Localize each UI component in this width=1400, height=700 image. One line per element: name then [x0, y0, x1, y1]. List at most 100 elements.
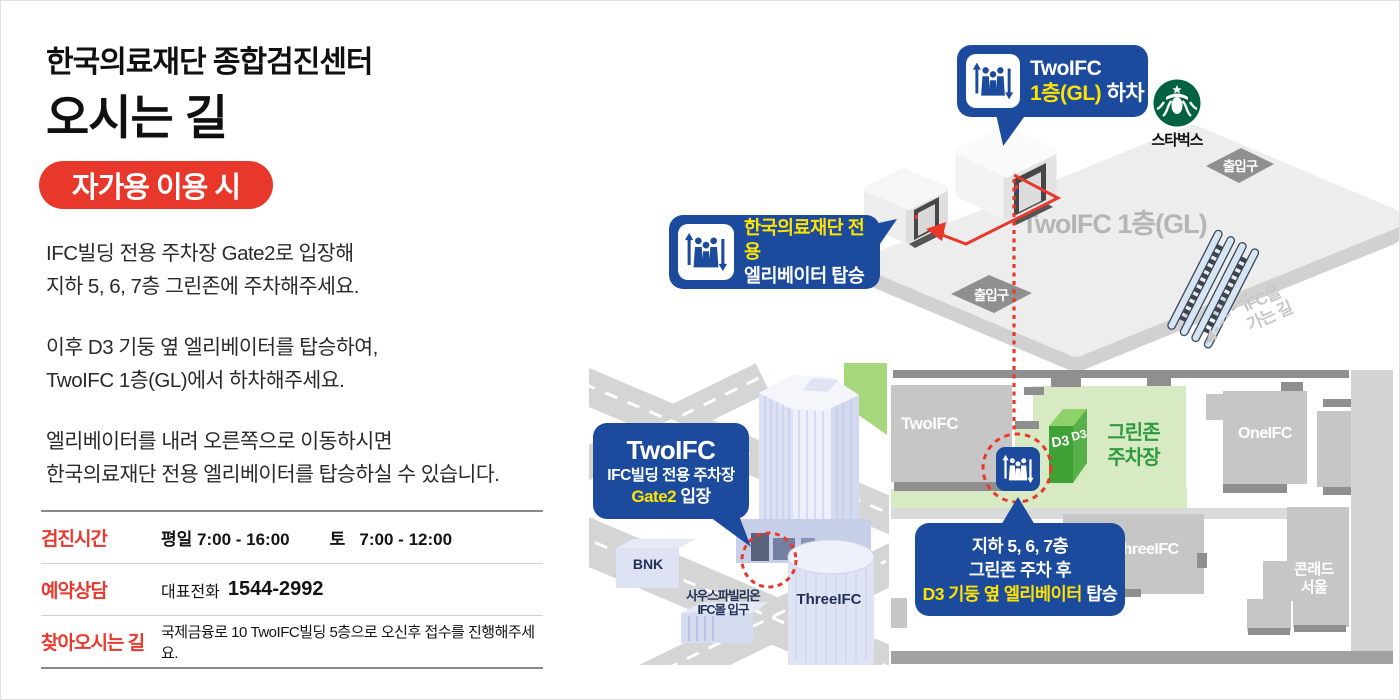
starbucks-marker: 스타벅스 [1142, 79, 1212, 150]
pavilion-label-1: 사우스파빌리온 [686, 588, 761, 603]
map-accent [1015, 421, 1039, 429]
directions-step-2: 이후 D3 기둥 옆 엘리베이터를 탑승하여, TwoIFC 1층(GL)에서 … [46, 336, 378, 392]
map-accent [1223, 484, 1287, 493]
phone-number: 1544-2992 [227, 578, 324, 600]
callout-dropoff-floor: 1층(GL) [1030, 82, 1102, 105]
gate-highlight-circle [740, 531, 798, 589]
callout-d3-line1: 지하 5, 6, 7층 [971, 535, 1069, 556]
building-conrad-1 [1287, 507, 1349, 563]
route-arrowhead [926, 222, 946, 241]
hours-weekday: 평일 7:00 - 16:00 [161, 530, 290, 549]
svg-text:출입구: 출입구 [1223, 158, 1258, 174]
building-conrad-2 [1263, 561, 1349, 601]
slab-label: TwoIFC 1층(GL) [1021, 209, 1206, 239]
map-elevator-icon [996, 447, 1040, 491]
pavilion-building [681, 602, 769, 643]
building-oneifc [1223, 391, 1307, 484]
starbucks-label: 스타벅스 [1151, 132, 1203, 149]
map-border-bottom [891, 651, 1393, 664]
map-accent [1024, 387, 1044, 395]
building-conrad-4 [1293, 599, 1349, 627]
elevator-icon [971, 59, 1015, 103]
map-accent [1323, 487, 1351, 495]
escalators [1167, 229, 1260, 349]
building-conrad-3 [1247, 599, 1291, 631]
callout-dropoff: TwoIFC 1층(GL) 하차 [957, 45, 1148, 117]
d3-label-front: D3 [1050, 432, 1070, 450]
map-accent [1294, 625, 1346, 632]
d3-label-side: D3 [1070, 426, 1089, 443]
building-twoifc-edge [894, 482, 1012, 491]
elevator-icon [1001, 452, 1035, 486]
bnk-building [616, 539, 696, 588]
greenzone-strip [891, 489, 1187, 508]
callout-d3-action: 탑승 [1081, 583, 1118, 604]
exit-badge-bottom: 출입구 [951, 275, 1032, 313]
directions-step-3: 엘리베이터를 내려 오른쪽으로 이동하시면 한국의료재단 전용 엘리베이터를 탑… [46, 430, 500, 486]
svg-text:IFC몰: IFC몰 [1240, 282, 1285, 316]
map-accent [1101, 370, 1137, 378]
map-accent [1248, 628, 1290, 635]
callout-dropoff-action: 하차 [1101, 82, 1145, 105]
table-row-phone: 예약상담 대표전화 1544-2992 [41, 563, 543, 615]
badge-label: 자가용 이용 시 [71, 172, 241, 204]
info-table: 검진시간 평일 7:00 - 16:00 토 7:00 - 12:00 예약상담… [41, 510, 543, 669]
table-row-hours: 검진시간 평일 7:00 - 16:00 토 7:00 - 12:00 [41, 512, 543, 563]
twoifc-tower [736, 375, 871, 563]
exit-badge-top: 출입구 [1206, 148, 1274, 183]
building-conrad-label: 콘래드 서울 [1294, 561, 1334, 596]
map-accent [1051, 378, 1081, 387]
elevator-kiosk-dropoff [955, 125, 1057, 225]
building-right-edge [1317, 411, 1351, 487]
callout-gate-name: Gate2 [631, 486, 677, 506]
route-solid-line [936, 173, 1062, 246]
d3-pillar: D3 D3 [1043, 401, 1093, 487]
threeifc-city-label: ThreeIFC [796, 591, 861, 608]
callout-gate2: TwoIFC IFC빌딩 전용 주차장 Gate2 입장 [593, 423, 749, 519]
row-label: 예약상담 [41, 581, 108, 602]
row-label: 찾아오시는 길 [41, 633, 145, 654]
elevator-icon-box [966, 54, 1020, 108]
map-accent [1197, 553, 1207, 568]
building-oneifc-wing [1206, 394, 1223, 420]
org-title: 한국의료재단 종합검진센터 [46, 46, 374, 79]
callout-dropoff-tail [995, 113, 1027, 146]
callout-board-line2: 엘리베이터 탑승 [744, 265, 865, 286]
greenzone-label: 그린존 주차장 [1107, 422, 1160, 469]
table-row-address: 찾아오시는 길 국제금융로 10 TwoIFC빌딩 5층으로 오신후 접수를 진… [41, 615, 543, 667]
address-text: 국제금융로 10 TwoIFC빌딩 5층으로 오신후 접수를 진행해주세요. [161, 623, 535, 662]
callout-d3-line2: 그린존 주차 후 [968, 559, 1072, 580]
page-title: 오시는 길 [46, 91, 228, 144]
svg-text:가는 길: 가는 길 [1244, 298, 1296, 335]
building-twoifc-label: TwoIFC [901, 414, 959, 433]
transport-mode-badge: 자가용 이용 시 [39, 161, 273, 209]
directions-text: IFC빌딩 전용 주차장 Gate2로 입장해 지하 5, 6, 7층 그린존에… [46, 237, 566, 519]
map-border-right [1351, 370, 1393, 663]
pavilion-label-2: IFC몰 입구 [697, 603, 750, 617]
elevator-icon [683, 229, 729, 275]
building-oneifc-label: OneIFC [1238, 425, 1292, 442]
bnk-label: BNK [633, 556, 663, 572]
callout-board-line1: 한국의료재단 전용 [744, 217, 865, 262]
directions-step-1: IFC빌딩 전용 주차장 Gate2로 입장해 지하 5, 6, 7층 그린존에… [46, 242, 359, 298]
callout-board: 한국의료재단 전용 엘리베이터 탑승 [669, 215, 880, 289]
starbucks-icon [1153, 79, 1201, 127]
floor-slab [868, 125, 1399, 372]
callout-gate-title: TwoIFC [626, 434, 716, 465]
callout-d3-highlight: D3 기둥 옆 엘리베이터 [922, 583, 1083, 604]
mall-path-arrow [1206, 292, 1248, 344]
map-fragment [891, 598, 907, 628]
map-accent [1281, 382, 1303, 391]
callout-d3-elevator: 지하 5, 6, 7층 그린존 주차 후 D3 기둥 옆 엘리베이터 탑승 [915, 523, 1125, 616]
row-label: 검진시간 [41, 529, 108, 550]
callout-gate-action: 입장 [676, 486, 711, 506]
map-accent [1119, 589, 1141, 597]
callout-dropoff-title: TwoIFC [1030, 57, 1102, 80]
hours-saturday: 토 7:00 - 12:00 [329, 530, 453, 549]
map-accent [1147, 378, 1171, 386]
building-threeifc-label: ThreeIFC [1113, 541, 1179, 558]
phone-prefix: 대표전화 [161, 583, 220, 601]
callout-gate-line2: IFC빌딩 전용 주차장 [607, 466, 735, 484]
mall-path-label: IFC몰 가는 길 [1240, 282, 1296, 335]
